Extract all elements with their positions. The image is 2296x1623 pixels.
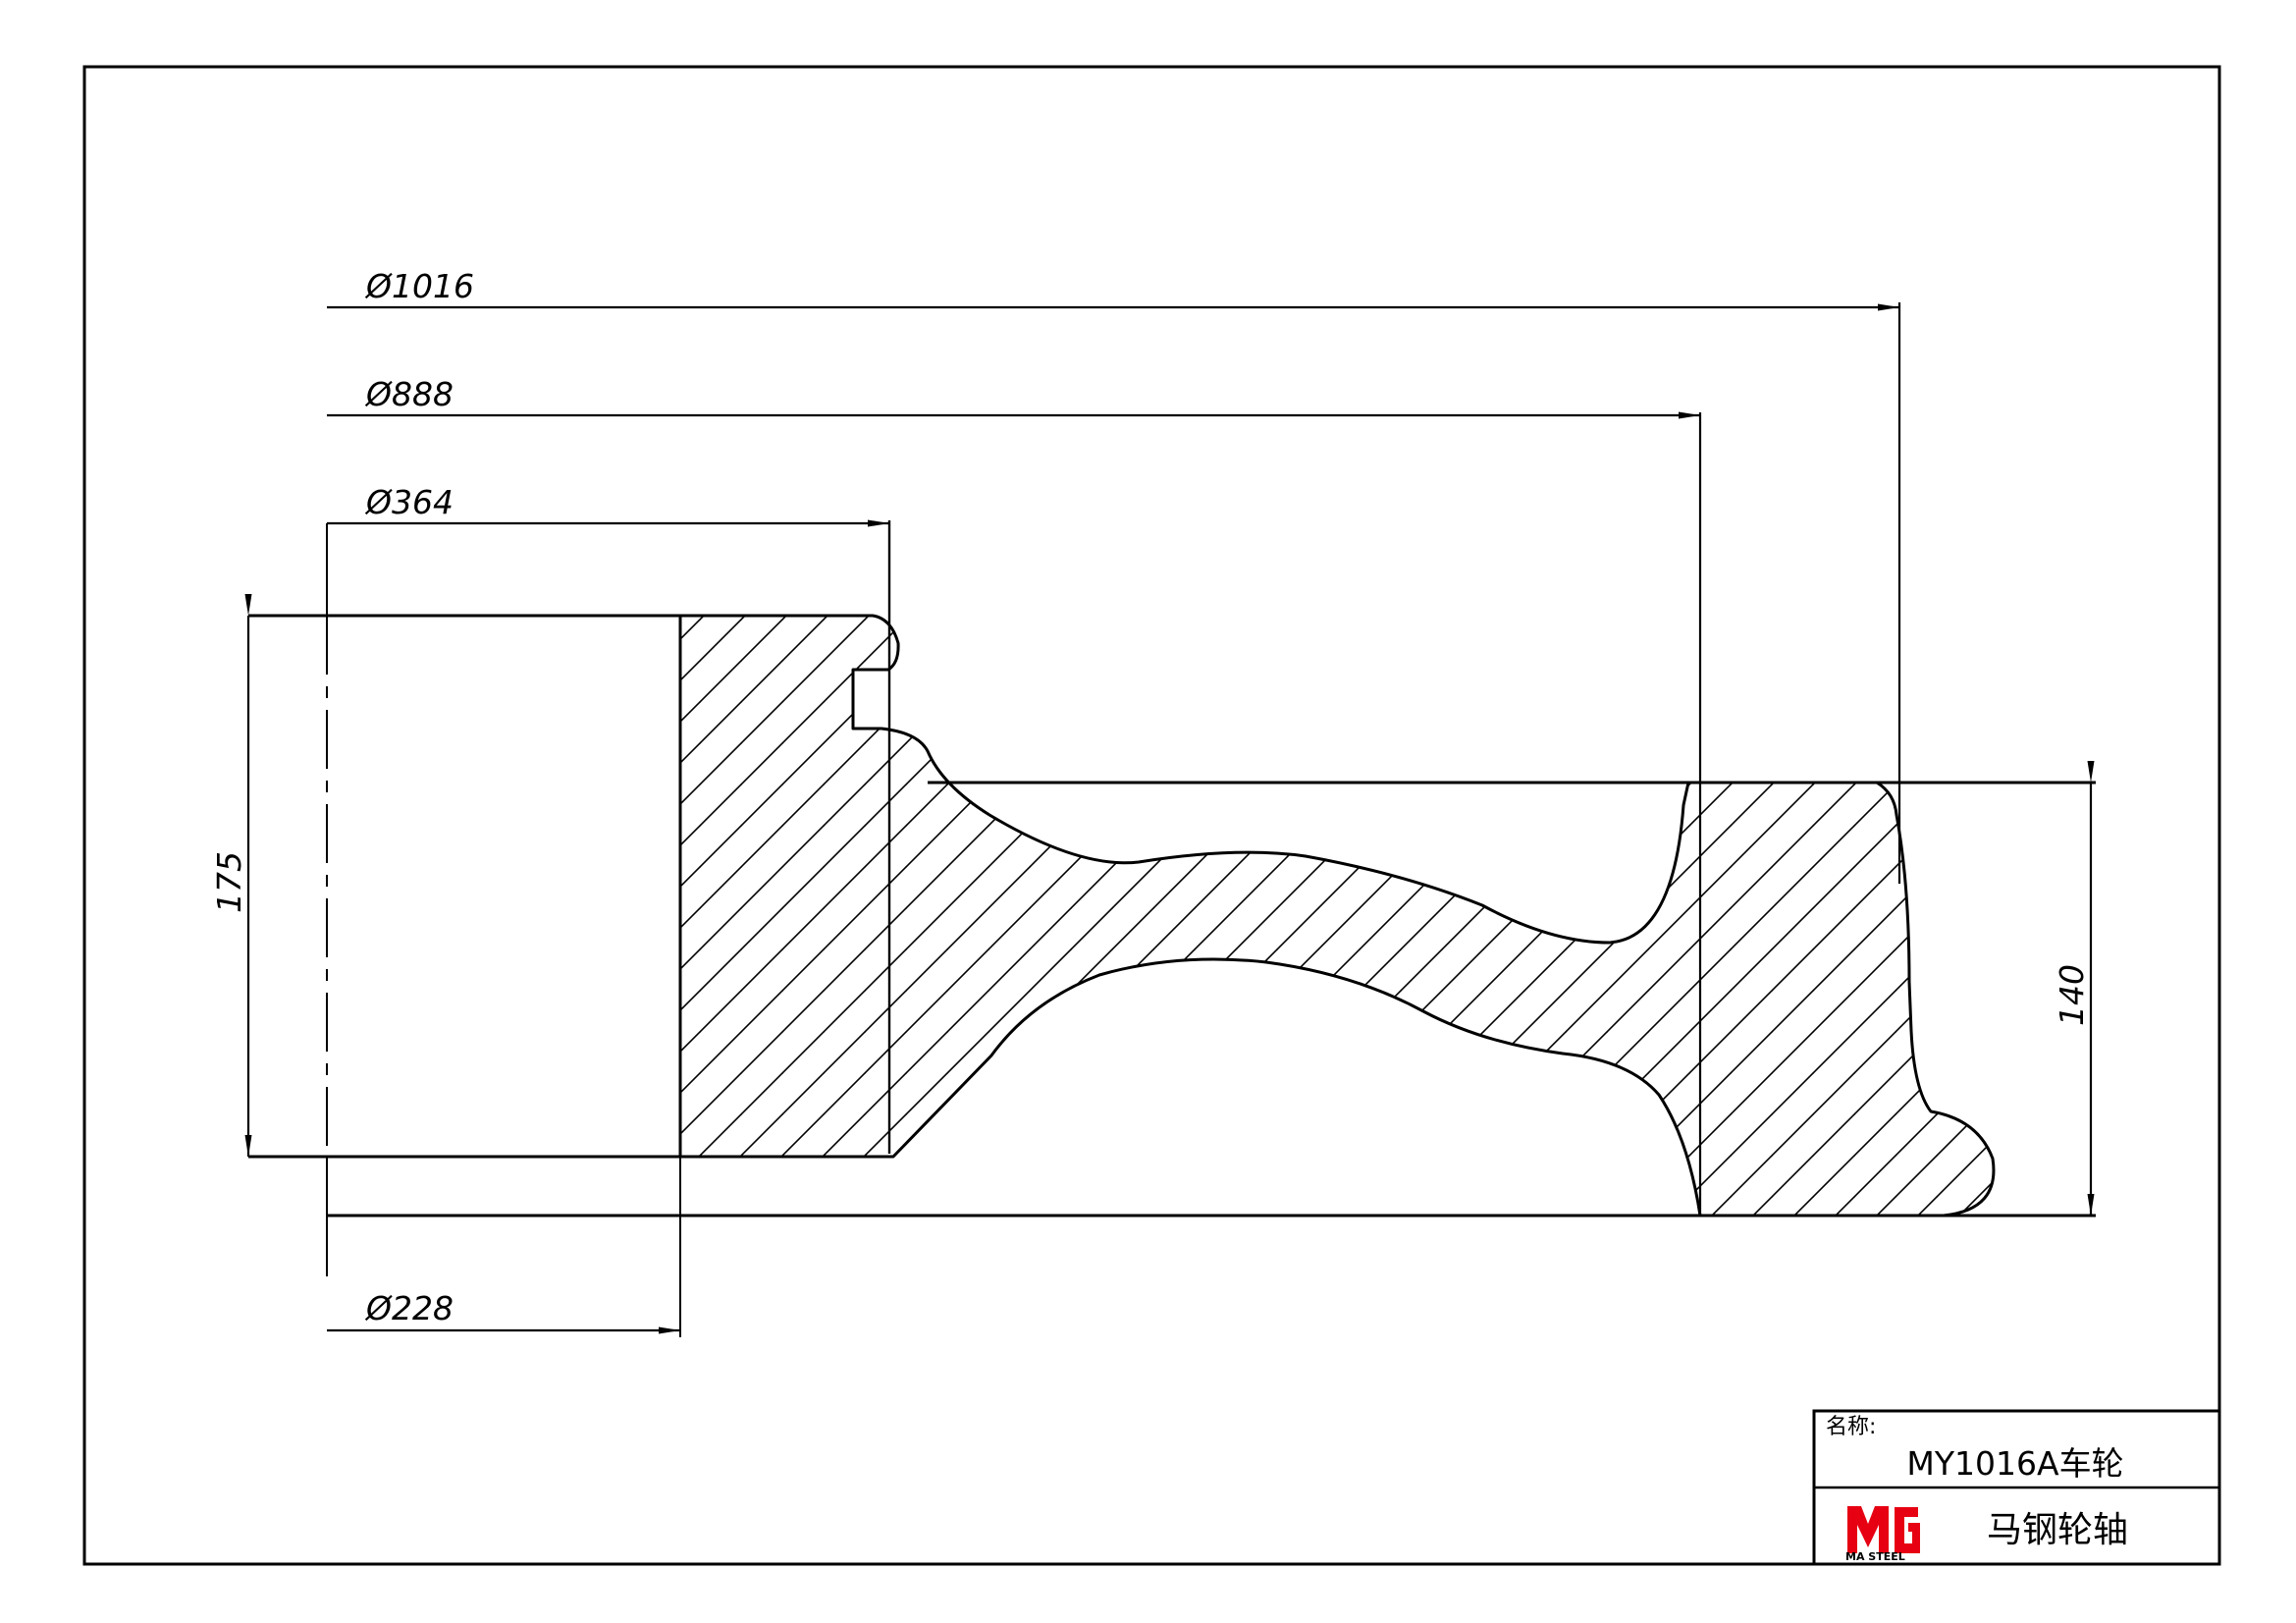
logo-text: MA STEEL — [1845, 1550, 1905, 1563]
hatched-section — [678, 614, 1996, 1217]
drawing-border — [82, 65, 2221, 1566]
dim-364: Ø364 — [364, 483, 454, 521]
wheel-section — [248, 302, 2096, 1217]
dimension-lines — [244, 303, 2095, 1337]
dim-888: Ø888 — [364, 375, 454, 413]
dim-140: 140 — [2053, 964, 2091, 1026]
dim-1016: Ø1016 — [364, 267, 474, 305]
dimension-labels: Ø1016 Ø888 Ø364 Ø228 175 140 — [210, 267, 2091, 1327]
name-label: 名称: — [1826, 1415, 1876, 1439]
dim-228: Ø228 — [364, 1289, 454, 1327]
dim-175: 175 — [210, 851, 248, 913]
title-block: 名称: MY1016A车轮 MA STEEL 马钢轮轴 — [1812, 1409, 2221, 1566]
company-name: 马钢轮轴 — [1987, 1510, 2128, 1550]
part-name: MY1016A车轮 — [1906, 1444, 2123, 1483]
masteel-logo-icon: MA STEEL — [1845, 1506, 1920, 1563]
